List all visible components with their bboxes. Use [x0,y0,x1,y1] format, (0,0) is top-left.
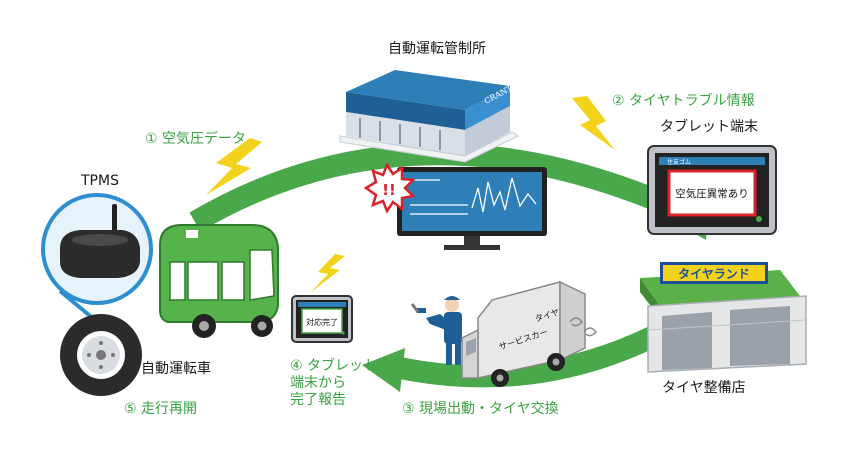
step-5-label: ⑤ 走行再開 [124,401,198,417]
tpms-sensor [41,193,153,322]
step-4-label: ④ タブレット 端末から 完了報告 [290,358,378,408]
lightning-bolt-3-icon [311,254,345,292]
lightning-bolt-1-icon [206,138,262,195]
tablet-brand: 住友ゴム [667,158,691,166]
step-3-label: ③ 現場出動・タイヤ交換 [402,401,559,417]
tire-shop: タイヤランド [640,262,807,373]
tablet-complete-message: 対応完了 [306,317,338,327]
monitor [397,167,547,250]
lightning-bolt-2-icon [572,96,615,150]
tire-wheel [60,314,142,396]
service-truck: タイヤ サービスカー [461,280,586,387]
tablet-small: 対応完了 [291,295,353,343]
motion-swirl-icon [569,317,597,337]
alert-icon: !! [363,162,416,214]
bus [159,224,279,338]
shop-label: タイヤ整備店 [662,380,746,396]
step-2-label: ② タイヤトラブル情報 [612,93,755,109]
control-center-building: CRANTS [339,70,520,163]
bus-label: 自動運転車 [141,361,211,377]
control-center-label: 自動運転管制所 [388,41,486,57]
mechanic [410,296,462,365]
step-1-label: ① 空気圧データ [145,131,247,147]
tablet-alert-message: 空気圧異常あり [675,187,749,200]
tablet-label: タブレット端末 [660,119,758,135]
tpms-label: TPMS [81,173,119,189]
shop-sign: タイヤランド [678,267,750,281]
alert-mark: !! [382,181,396,199]
tablet-top: 住友ゴム 空気圧異常あり [647,145,777,235]
